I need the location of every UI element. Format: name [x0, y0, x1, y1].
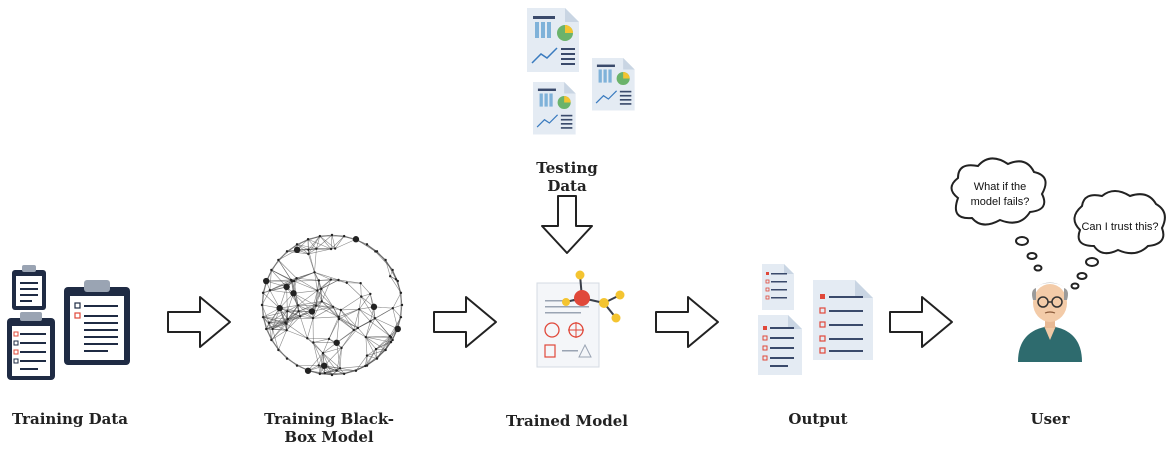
network-edges	[261, 234, 403, 376]
network-nodes	[260, 233, 404, 377]
flow-arrows	[167, 296, 953, 348]
testing-data-label: Testing Data	[536, 159, 598, 195]
trained-model-label: Trained Model	[506, 412, 628, 430]
thought-bubbles: What if the model fails? Can I trust thi…	[950, 157, 1166, 290]
person-icon	[1018, 282, 1082, 362]
thought-line-2: model fails?	[971, 196, 1030, 208]
testing-data-icons	[527, 8, 635, 135]
training-data-icons	[7, 265, 130, 380]
arrow-icon	[167, 296, 231, 348]
training-model-label: Training Black-Box Model	[264, 410, 394, 446]
neural-network-icon	[260, 233, 404, 377]
user-label: User	[1030, 410, 1070, 428]
output-label: Output	[788, 410, 848, 428]
clipboard-icon	[64, 280, 130, 365]
document-icon	[762, 264, 794, 310]
thought-bubble-icon: Can I trust this?	[1073, 190, 1166, 255]
training-data-label: Training Data	[12, 410, 128, 428]
report-icon	[527, 8, 579, 72]
trained-model-icon	[536, 270, 625, 368]
arrow-icon	[655, 296, 719, 348]
arrow-icon	[889, 296, 953, 348]
document-icon	[813, 280, 873, 360]
output-icons	[758, 264, 873, 375]
thought-line-3: Can I trust this?	[1081, 221, 1158, 233]
clipboard-icon	[12, 265, 46, 310]
thought-line-1: What if the	[974, 181, 1027, 193]
clipboard-icon	[7, 312, 55, 380]
down-arrow-icon	[541, 195, 593, 254]
molecule-icon	[562, 270, 625, 323]
report-icon	[533, 82, 576, 135]
thought-bubble-icon: What if the model fails?	[950, 157, 1047, 226]
document-icon	[758, 315, 802, 375]
arrow-icon	[433, 296, 497, 348]
report-icon	[592, 58, 635, 111]
